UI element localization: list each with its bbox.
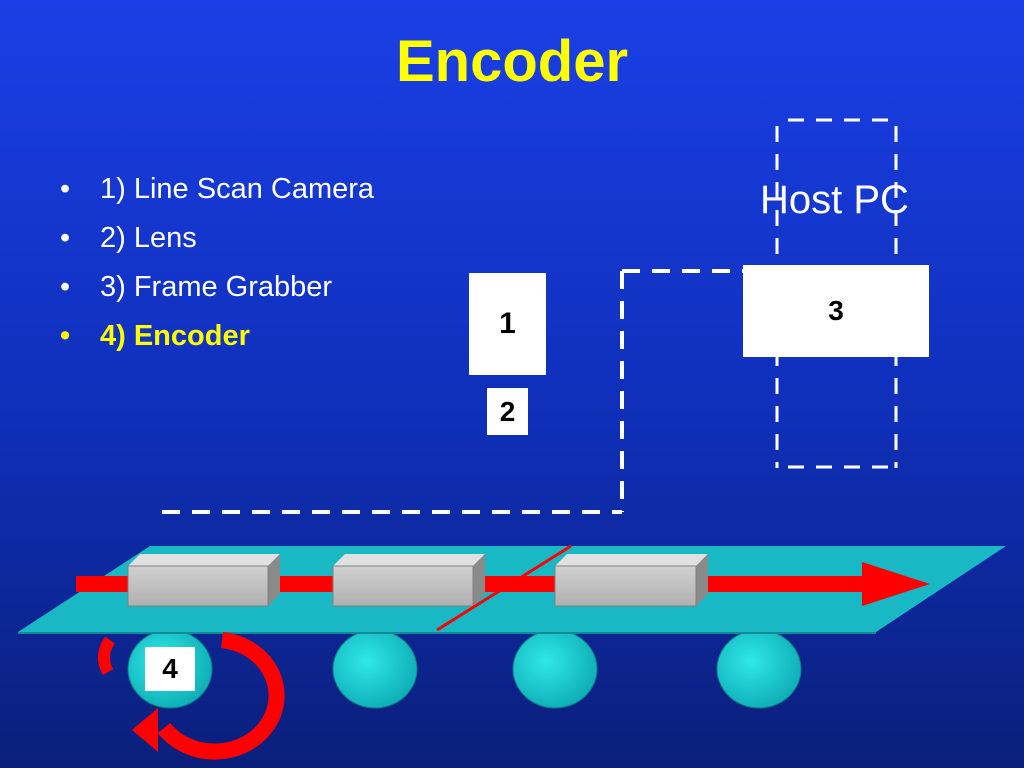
bullet-frame-grabber: 3) Frame Grabber xyxy=(56,266,374,315)
frame-grabber-box: 3 xyxy=(743,265,929,357)
roller xyxy=(332,629,418,709)
lens-box: 2 xyxy=(487,388,528,435)
roller xyxy=(512,629,598,709)
bullet-encoder: 4) Encoder xyxy=(56,315,374,364)
bullet-line-scan-camera: 1) Line Scan Camera xyxy=(56,168,374,217)
component-list: 1) Line Scan Camera 2) Lens 3) Frame Gra… xyxy=(56,168,374,364)
scan-line xyxy=(436,544,572,632)
object-on-conveyor xyxy=(332,554,485,607)
encoder-box: 4 xyxy=(145,647,195,691)
line-scan-camera-box: 1 xyxy=(469,273,546,375)
host-pc-label: Host PC xyxy=(760,178,909,222)
object-on-conveyor xyxy=(127,554,280,607)
encoder-rotation-arrow xyxy=(97,632,285,760)
conveyor-edge xyxy=(18,632,876,634)
bullet-lens: 2) Lens xyxy=(56,217,374,266)
roller xyxy=(716,629,802,709)
object-on-conveyor xyxy=(554,554,708,607)
slide-title: Encoder xyxy=(395,29,629,94)
signal-cable xyxy=(162,269,743,514)
